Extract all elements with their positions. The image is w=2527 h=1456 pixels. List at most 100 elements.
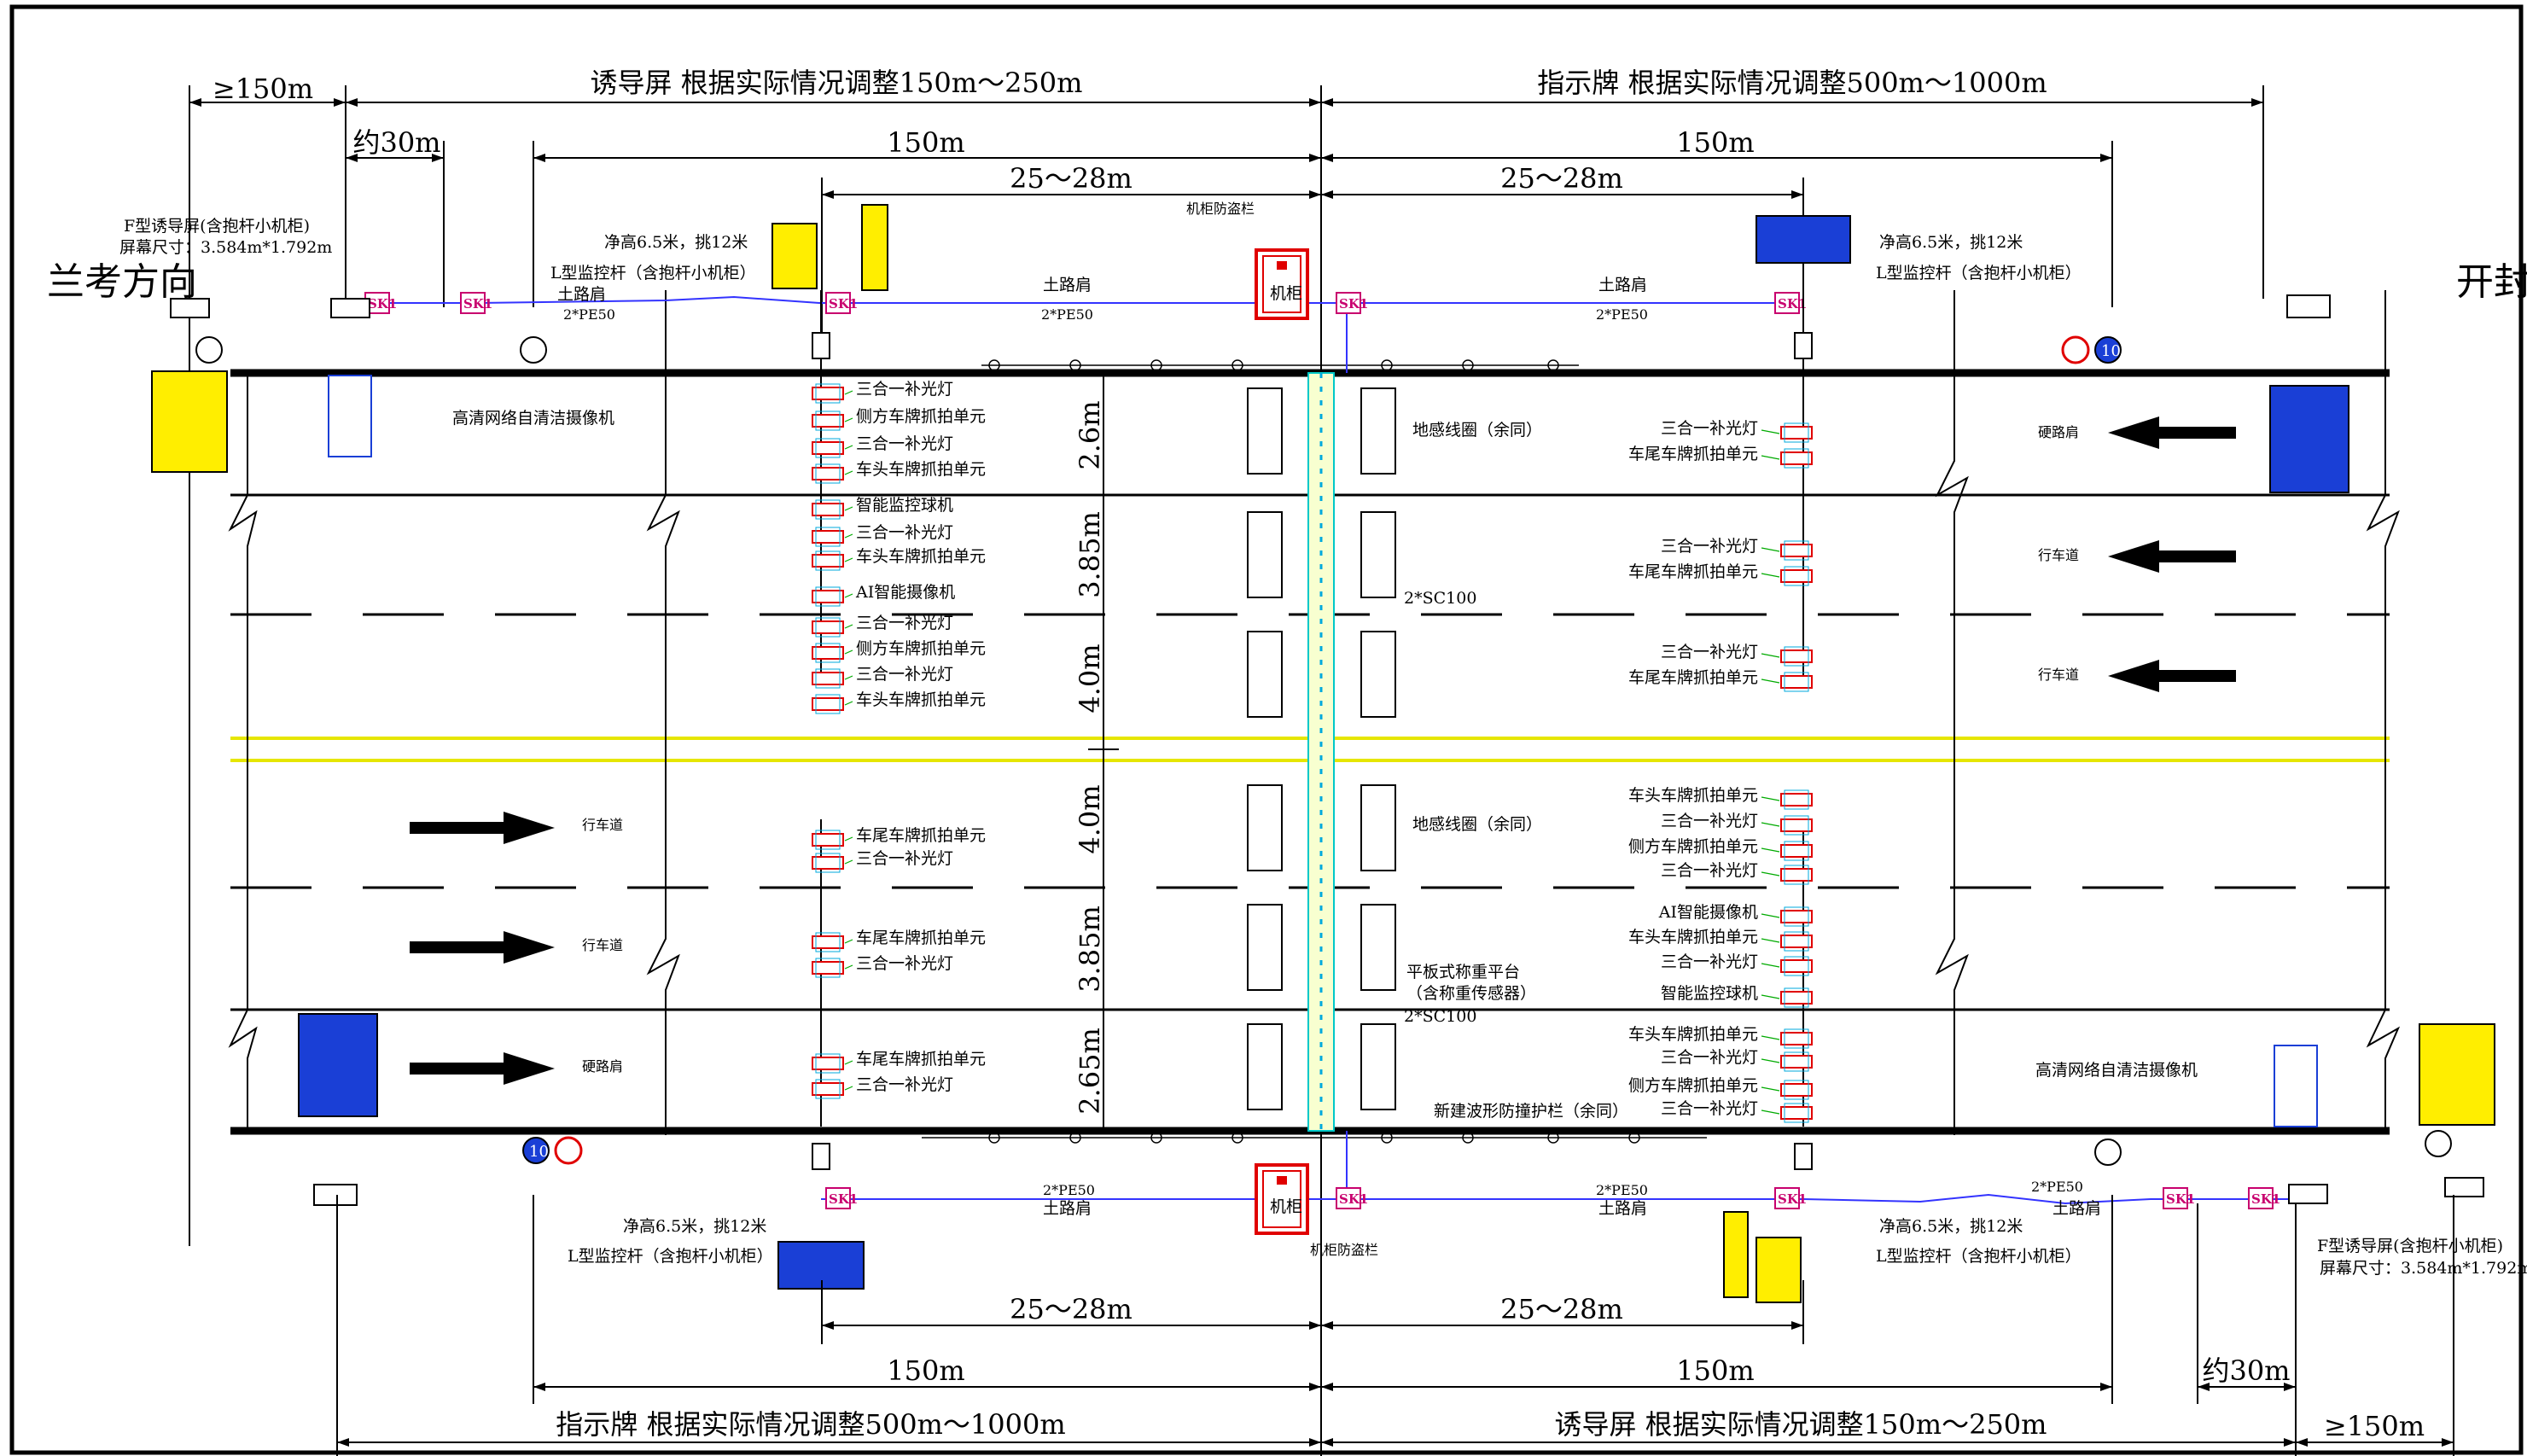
lane-width-3: 4.0m [1074, 644, 1106, 713]
equipment-label: 智能监控球机 [856, 496, 953, 515]
equipment-device [812, 935, 844, 949]
equipment-label: 三合一补光灯 [1661, 861, 1758, 880]
equipment-leader [844, 470, 853, 475]
sc100-label-top: 2*SC100 [1404, 589, 1476, 608]
equipment-leader [844, 675, 853, 680]
equipment-leader [1761, 1035, 1780, 1040]
equipment-label: 侧方车牌抓拍单元 [1628, 837, 1758, 856]
equipment-label: 车头车牌抓拍单元 [856, 460, 986, 479]
equipment-leader [844, 417, 853, 422]
equipment-leader [1761, 963, 1780, 968]
sk1-box-top-2: SK1 [463, 296, 492, 312]
equipment-label: 车尾车牌抓拍单元 [1628, 668, 1758, 687]
dim-ge150-left: ≥150m [213, 73, 313, 105]
equipment-device-outline [815, 383, 841, 404]
lane-width-6: 2.65m [1074, 1028, 1106, 1115]
equipment-device [1780, 818, 1813, 832]
equipment-leader [844, 445, 853, 450]
loop-label-bottom: 地感线圈（余同） [1412, 815, 1542, 834]
sk1-box-bottom-5: SK1 [2251, 1191, 2280, 1207]
equipment-device-outline [1784, 956, 1809, 976]
shoulder-a-bottom: 土路肩 [1043, 1199, 1092, 1218]
speed-sign-bottom: 10 [529, 1143, 549, 1161]
equipment-device [1780, 910, 1813, 923]
equipment-leader [844, 506, 853, 511]
equipment-label: 车尾车牌抓拍单元 [1628, 562, 1758, 581]
dim-25-28-left: 25～28m [1010, 162, 1132, 195]
dim-guide-screen-right: 诱导屏 根据实际情况调整150m～250m [1554, 1408, 2047, 1441]
equipment-leader [1761, 871, 1780, 877]
f-screen-size-top: 屏幕尺寸：3.584m*1.792m [119, 238, 332, 257]
sk1-box-bottom-1: SK1 [829, 1191, 858, 1207]
bottom-sk-boxes: SK1 SK1 SK1 SK1 SK1 [825, 1187, 2280, 1209]
equipment-device [812, 1057, 844, 1070]
cabinet-label-bottom: 机柜 [1270, 1197, 1302, 1216]
equipment-leader [1761, 653, 1780, 658]
equipment-device-outline [1784, 566, 1809, 586]
equipment-device-outline [815, 586, 841, 607]
top-labels: F型诱导屏(含抱杆小机柜) 屏幕尺寸：3.584m*1.792m 净高6.5米，… [119, 217, 2082, 428]
sc100-label-bottom: 2*SC100 [1404, 1007, 1476, 1026]
equipment-label: 三合一补光灯 [856, 849, 953, 868]
equipment-label: 车头车牌抓拍单元 [1628, 1025, 1758, 1044]
lane-name-traffic-3: 行车道 [582, 817, 623, 833]
equipment-leader [1761, 1086, 1780, 1092]
dim-about30-right: 约30m [2202, 1354, 2290, 1387]
equipment-label: 三合一补光灯 [856, 1075, 953, 1094]
pe50-b-top: 2*PE50 [1041, 306, 1093, 323]
equipment-leader [1761, 1058, 1780, 1063]
equipment-label: 三合一补光灯 [856, 614, 953, 632]
equipment-label: 车头车牌抓拍单元 [856, 690, 986, 709]
equipment-device [812, 856, 844, 870]
clearance-left-bottom: 净高6.5米，挑12米 [623, 1217, 766, 1236]
f-screen-label-bottom: F型诱导屏(含抱杆小机柜) [2317, 1237, 2503, 1255]
f-screen-label-top: F型诱导屏(含抱杆小机柜) [124, 217, 310, 236]
lane-width-5: 3.85m [1074, 906, 1106, 993]
equipment-leader [1761, 796, 1780, 801]
equipment-device-outline [1784, 1028, 1809, 1049]
equipment-device [1780, 649, 1813, 663]
bottom-signs: 10 [298, 1013, 2495, 1303]
dim-guide-screen-left: 诱导屏 根据实际情况调整150m～250m [590, 67, 1082, 99]
direction-left: 兰考方向 [47, 260, 197, 304]
drawing-frame [9, 4, 2524, 1455]
lane-arrows [410, 416, 2236, 1085]
equipment-leader [844, 964, 853, 970]
pe50-c-bottom: 2*PE50 [2031, 1179, 2083, 1195]
equipment-label: 车头车牌抓拍单元 [856, 547, 986, 566]
equipment-device [1780, 868, 1813, 882]
equipment-label: 三合一补光灯 [1661, 643, 1758, 661]
pe50-b-bottom: 2*PE50 [1596, 1182, 1648, 1198]
dim-sign-left-bottom: 指示牌 根据实际情况调整500m～1000m [556, 1408, 1065, 1441]
sk1-box-top-5: SK1 [1778, 296, 1807, 312]
equipment-label: 三合一补光灯 [1661, 952, 1758, 971]
equipment-leader [1761, 847, 1780, 853]
equipment-device [812, 554, 844, 568]
cabinet-guard-top: 机柜防盗栏 [1186, 201, 1255, 217]
equipment-device [1780, 544, 1813, 557]
sk1-box-bottom-3: SK1 [1778, 1191, 1807, 1207]
bottom-cabinet: 机柜 机柜防盗栏 [1255, 1163, 1378, 1258]
lane-name-traffic-1: 行车道 [2038, 547, 2079, 563]
equipment-device-outline [1784, 841, 1809, 861]
equipment-leader [1761, 994, 1780, 999]
equipment-device [812, 441, 844, 455]
shoulder-c-top: 土路肩 [1598, 276, 1647, 294]
pe50-c-top: 2*PE50 [1596, 306, 1648, 323]
pe50-a-top: 2*PE50 [563, 306, 615, 323]
sk1-box-top-3: SK1 [829, 296, 858, 312]
guardrail-posts [922, 359, 1707, 1144]
l-pole-right-bottom: L型监控杆（含抱杆小机柜） [1876, 1247, 2082, 1266]
dim-25-28-left-bottom: 25～28m [1010, 1293, 1132, 1325]
equipment-device [812, 530, 844, 544]
bottom-dimensions [336, 1195, 2454, 1456]
top-cabinet: 机柜 机柜防盗栏 [1186, 201, 1309, 320]
equipment-label: 三合一补光灯 [1661, 419, 1758, 438]
shoulder-a-top: 土路肩 [557, 285, 606, 304]
equipment-leader [1761, 1109, 1780, 1115]
clearance-left-top: 净高6.5米，挑12米 [604, 233, 748, 252]
equipment-leader [844, 390, 853, 395]
lane-names: 硬路肩 行车道 行车道 行车道 行车道 硬路肩 [582, 424, 2079, 1075]
dim-about30-left: 约30m [352, 126, 440, 159]
